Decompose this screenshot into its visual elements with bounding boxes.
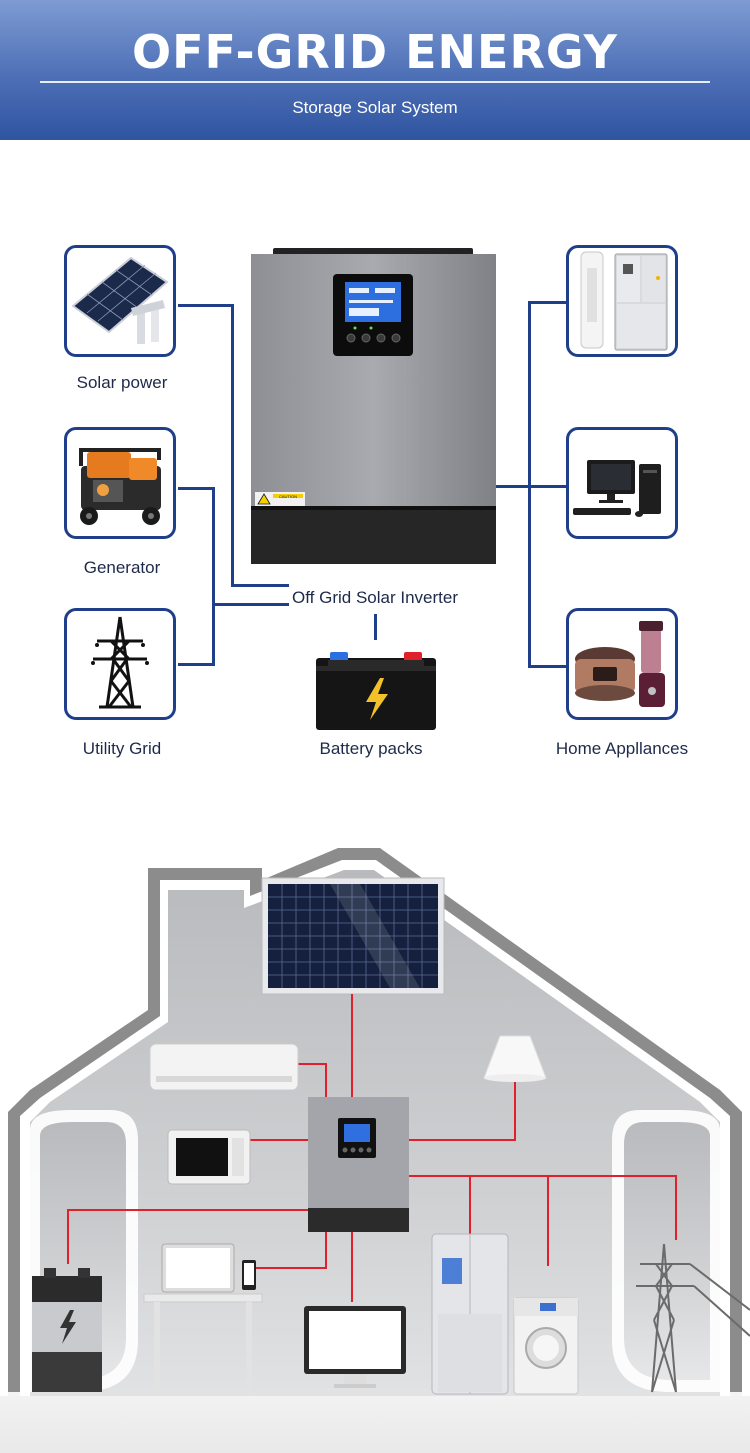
solar-panel-icon — [71, 256, 169, 344]
connector-generator-h — [178, 487, 215, 490]
solar-power-tile — [64, 245, 176, 357]
generator-tile — [64, 427, 176, 539]
home-appliances-tile — [566, 608, 678, 720]
utility-grid-tile — [64, 608, 176, 720]
desktop-computer-icon — [573, 460, 661, 517]
header-banner: OFF-GRID ENERGY Storage Solar System — [0, 0, 750, 140]
solar-power-label: Solar power — [76, 373, 168, 392]
ac-fridge-tile — [566, 245, 678, 357]
home-appliances-label: Home Appllances — [555, 739, 689, 758]
rice-cooker-blender-icon — [575, 621, 665, 707]
battery-label: Battery packs — [319, 739, 423, 758]
caution-sticker-text: CAUTION — [279, 494, 297, 499]
connector-loads-v — [528, 301, 531, 668]
inverter-label: Off Grid Solar Inverter — [292, 588, 458, 607]
battery-icon — [316, 652, 436, 730]
utility-grid-label: Utility Grid — [82, 739, 162, 758]
page-title: OFF-GRID ENERGY — [132, 25, 618, 79]
air-conditioner-fridge-icon — [580, 251, 668, 351]
battery-pack — [314, 648, 438, 730]
page-subtitle: Storage Solar System — [292, 98, 458, 117]
inverter-unit: CAUTION — [251, 248, 496, 566]
generator-label: Generator — [83, 558, 161, 577]
house-wiring-diagram — [0, 840, 750, 1453]
connector-battery — [374, 614, 377, 640]
connector-grid-h — [178, 663, 215, 666]
connector-mid-to-label — [212, 603, 289, 606]
connector-solar-to-label — [231, 584, 289, 587]
inverter-illustration: CAUTION — [251, 248, 496, 564]
connector-generator-v — [212, 487, 215, 665]
connector-solar-h — [178, 304, 233, 307]
power-tower-icon — [91, 616, 149, 709]
house-scene — [0, 840, 750, 1453]
title-divider — [40, 81, 710, 83]
connector-load3 — [528, 665, 566, 668]
computer-tile — [566, 427, 678, 539]
connector-solar-v — [231, 304, 234, 586]
generator-icon — [79, 448, 161, 525]
connector-load1 — [528, 301, 566, 304]
